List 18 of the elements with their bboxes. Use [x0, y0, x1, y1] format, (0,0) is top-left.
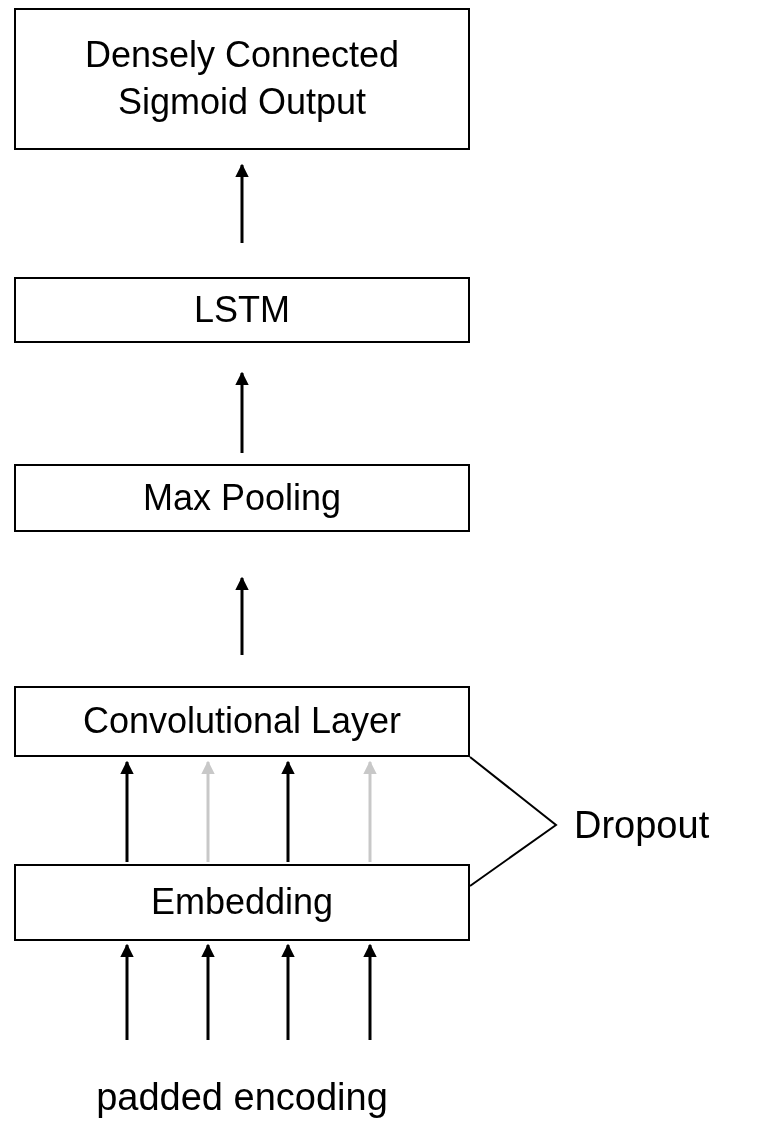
arrow	[120, 760, 134, 862]
arrow	[235, 371, 249, 453]
layer-box: Convolutional Layer	[14, 686, 470, 757]
arrow	[120, 943, 134, 1040]
dropout-label: Dropout	[574, 803, 710, 848]
arrow	[363, 760, 377, 862]
arrow	[363, 943, 377, 1040]
layer-box: LSTM	[14, 277, 470, 343]
arrow	[201, 760, 215, 862]
layer-box: Embedding	[14, 864, 470, 941]
arrow	[235, 576, 249, 655]
arrow	[201, 943, 215, 1040]
input-label: padded encoding	[42, 1070, 442, 1126]
layer-box: Max Pooling	[14, 464, 470, 532]
arrow	[281, 943, 295, 1040]
layer-box: Densely Connected Sigmoid Output	[14, 8, 470, 150]
arrow	[235, 163, 249, 243]
arrow	[281, 760, 295, 862]
